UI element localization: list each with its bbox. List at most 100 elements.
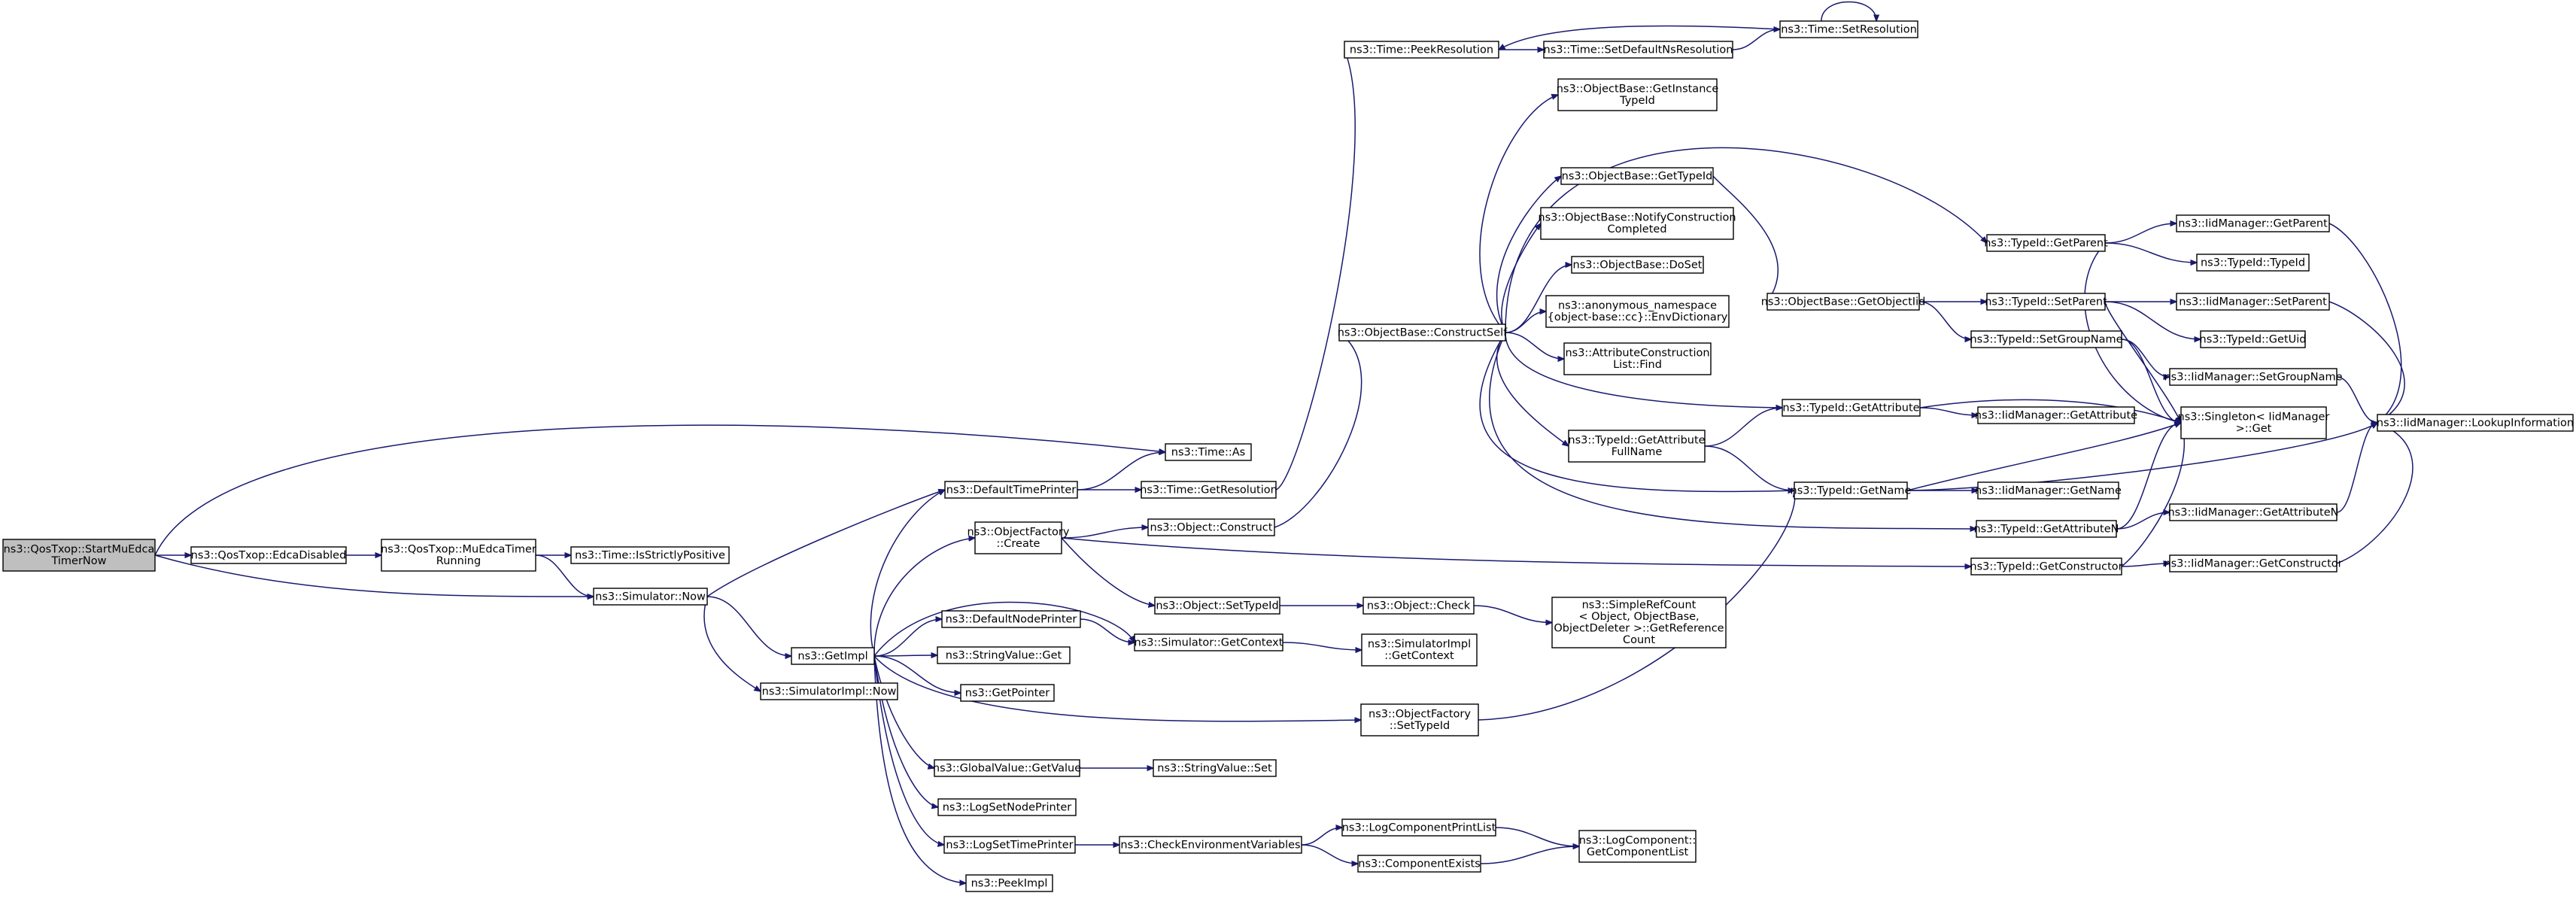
edge-path: [1919, 407, 1978, 415]
node-label: ns3::Simulator::GetContext: [1135, 636, 1283, 648]
node-box: [1141, 481, 1277, 499]
node-iid-get-parent[interactable]: ns3::IidManager::GetParent: [2176, 214, 2330, 232]
node-iid-get-name[interactable]: ns3::IidManager::GetName: [1975, 481, 2122, 500]
edge-path: [1906, 423, 2377, 491]
node-check-env-vars[interactable]: ns3::CheckEnvironmentVariables: [1119, 836, 1302, 854]
edge-log-component-print-list-to-get-component-list: [1495, 827, 1579, 846]
node-env-dictionary[interactable]: ns3::anonymous_namespace{object-base::cc…: [1545, 295, 1730, 328]
node-label: {object-base::cc}::EnvDictionary: [1548, 311, 1728, 323]
node-log-component-print-list[interactable]: ns3::LogComponentPrintList: [1341, 819, 1496, 837]
node-obj-set-type-id[interactable]: ns3::Object::SetTypeId: [1154, 597, 1280, 615]
edge-construct-self-to-type-id-get-name: [1479, 332, 1794, 491]
node-obj-factory-create[interactable]: ns3::ObjectFactory::Create: [968, 521, 1070, 554]
node-string-value-set[interactable]: ns3::StringValue::Set: [1153, 759, 1277, 777]
node-iid-get-constructor[interactable]: ns3::IidManager::GetConstructor: [2164, 554, 2343, 573]
node-log-set-node-printer[interactable]: ns3::LogSetNodePrinter: [937, 798, 1077, 816]
node-label: ns3::IidManager::GetAttribute: [1975, 409, 2137, 421]
edge-construct-self-to-obj-base-get-type-id: [1496, 176, 1561, 333]
node-get-pointer[interactable]: ns3::GetPointer: [960, 684, 1055, 702]
node-type-id-get-attribute-n[interactable]: ns3::TypeId::GetAttributeN: [1973, 520, 2119, 538]
node-is-strictly-positive[interactable]: ns3::Time::IsStrictlyPositive: [570, 546, 730, 564]
node-string-value-get[interactable]: ns3::StringValue::Get: [937, 646, 1071, 664]
edge-path: [1501, 223, 1541, 333]
edge-path: [1732, 29, 1780, 50]
node-default-node-printer[interactable]: ns3::DefaultNodePrinter: [941, 610, 1081, 628]
node-label: List::Find: [1613, 359, 1662, 371]
node-obj-factory-set-type-id[interactable]: ns3::ObjectFactory::SetTypeId: [1360, 703, 1479, 737]
node-lookup-information[interactable]: ns3::IidManager::LookupInformation: [2377, 414, 2574, 432]
edge-path: [873, 655, 934, 768]
node-do-set[interactable]: ns3::ObjectBase::DoSet: [1571, 256, 1704, 274]
edge-check-env-vars-to-log-component-print-list: [1301, 828, 1342, 846]
node-notify-construction[interactable]: ns3::ObjectBase::NotifyConstructionCompl…: [1538, 207, 1736, 240]
edge-path: [1496, 176, 1561, 333]
node-label: ::Create: [997, 538, 1040, 550]
edge-type-id-set-group-name-to-iid-set-group-name: [2121, 339, 2170, 377]
edge-path: [1821, 1, 1876, 22]
edge-path: [154, 554, 594, 597]
node-peek-impl[interactable]: ns3::PeekImpl: [965, 874, 1053, 892]
node-type-id-type-id[interactable]: ns3::TypeId::TypeId: [2196, 254, 2310, 272]
node-construct-self[interactable]: ns3::ObjectBase::ConstructSelf: [1338, 323, 1508, 342]
node-sim-impl-get-context[interactable]: ns3::SimulatorImpl::GetContext: [1361, 633, 1478, 667]
node-global-value-get-value[interactable]: ns3::GlobalValue::GetValue: [933, 759, 1081, 777]
edge-path: [2116, 423, 2181, 530]
node-set-resolution[interactable]: ns3::Time::SetResolution: [1779, 20, 1918, 38]
node-get-object-iid[interactable]: ns3::ObjectBase::GetObjectIid: [1761, 293, 1926, 311]
node-type-id-get-attribute[interactable]: ns3::TypeId::GetAttribute: [1782, 399, 1921, 417]
node-type-id-get-name[interactable]: ns3::TypeId::GetName: [1791, 481, 1912, 500]
edge-path: [2121, 423, 2184, 567]
node-obj-construct[interactable]: ns3::Object::Construct: [1147, 518, 1275, 536]
node-obj-base-get-type-id[interactable]: ns3::ObjectBase::GetTypeId: [1560, 167, 1714, 185]
edge-path: [1704, 445, 1794, 491]
node-singleton-get[interactable]: ns3::Singleton< IidManager>::Get: [2178, 406, 2330, 439]
node-obj-check[interactable]: ns3::Object::Check: [1362, 597, 1475, 615]
node-label: TypeId: [1619, 95, 1655, 107]
edge-path: [1479, 95, 1558, 333]
edge-get-impl-to-sim-get-context: [873, 601, 1135, 657]
node-label: ns3::TypeId::GetParent: [1984, 237, 2108, 249]
node-box: [934, 759, 1080, 777]
node-sim-get-context[interactable]: ns3::Simulator::GetContext: [1134, 633, 1283, 651]
node-label: ns3::LogComponent::: [1579, 835, 1697, 847]
node-type-id-set-parent[interactable]: ns3::TypeId::SetParent: [1985, 293, 2107, 311]
node-iid-get-attribute-n[interactable]: ns3::IidManager::GetAttributeN: [2167, 503, 2339, 521]
node-box: [2176, 214, 2330, 232]
node-label: ::SetTypeId: [1390, 720, 1450, 732]
node-get-reference-count[interactable]: ns3::SimpleRefCount< Object, ObjectBase,…: [1551, 597, 1727, 648]
node-label: ns3::Object::SetTypeId: [1156, 600, 1278, 612]
node-sim-now[interactable]: ns3::Simulator::Now: [593, 588, 708, 606]
node-type-id-get-uid[interactable]: ns3::TypeId::GetUid: [2200, 330, 2307, 348]
node-type-id-get-parent[interactable]: ns3::TypeId::GetParent: [1984, 234, 2108, 252]
edge-path: [1061, 537, 1155, 606]
edge-path: [1496, 332, 1569, 446]
node-get-impl[interactable]: ns3::GetImpl: [791, 647, 875, 665]
node-type-id-set-group-name[interactable]: ns3::TypeId::SetGroupName: [1970, 330, 2123, 348]
edge-path: [1080, 618, 1135, 642]
node-edca-disabled[interactable]: ns3::QosTxop::EdcaDisabled: [190, 546, 347, 564]
node-time-as[interactable]: ns3::Time::As: [1165, 443, 1252, 461]
node-get-resolution[interactable]: ns3::Time::GetResolution: [1140, 481, 1277, 499]
node-default-time-printer[interactable]: ns3::DefaultTimePrinter: [944, 481, 1078, 499]
node-peek-resolution[interactable]: ns3::Time::PeekResolution: [1344, 41, 1499, 59]
node-type-id-get-constructor[interactable]: ns3::TypeId::GetConstructor: [1970, 557, 2123, 576]
node-sim-impl-now[interactable]: ns3::SimulatorImpl::Now: [760, 682, 898, 700]
node-iid-get-attribute[interactable]: ns3::IidManager::GetAttribute: [1975, 406, 2137, 424]
edge-path: [535, 554, 594, 597]
node-box: [1134, 633, 1283, 651]
node-iid-set-group-name[interactable]: ns3::IidManager::SetGroupName: [2164, 368, 2343, 386]
node-log-set-time-printer[interactable]: ns3::LogSetTimePrinter: [943, 836, 1076, 854]
edge-path: [1919, 399, 2181, 423]
node-box: [1119, 836, 1302, 854]
node-set-default-ns-resolution[interactable]: ns3::Time::SetDefaultNsResolution: [1543, 41, 1733, 59]
node-label: GetComponentList: [1587, 846, 1689, 858]
node-iid-set-parent[interactable]: ns3::IidManager::SetParent: [2176, 293, 2330, 311]
node-get-component-list[interactable]: ns3::LogComponent::GetComponentList: [1578, 830, 1697, 863]
edge-type-id-get-parent-to-singleton-get: [2084, 242, 2181, 423]
node-component-exists[interactable]: ns3::ComponentExists: [1357, 855, 1481, 873]
